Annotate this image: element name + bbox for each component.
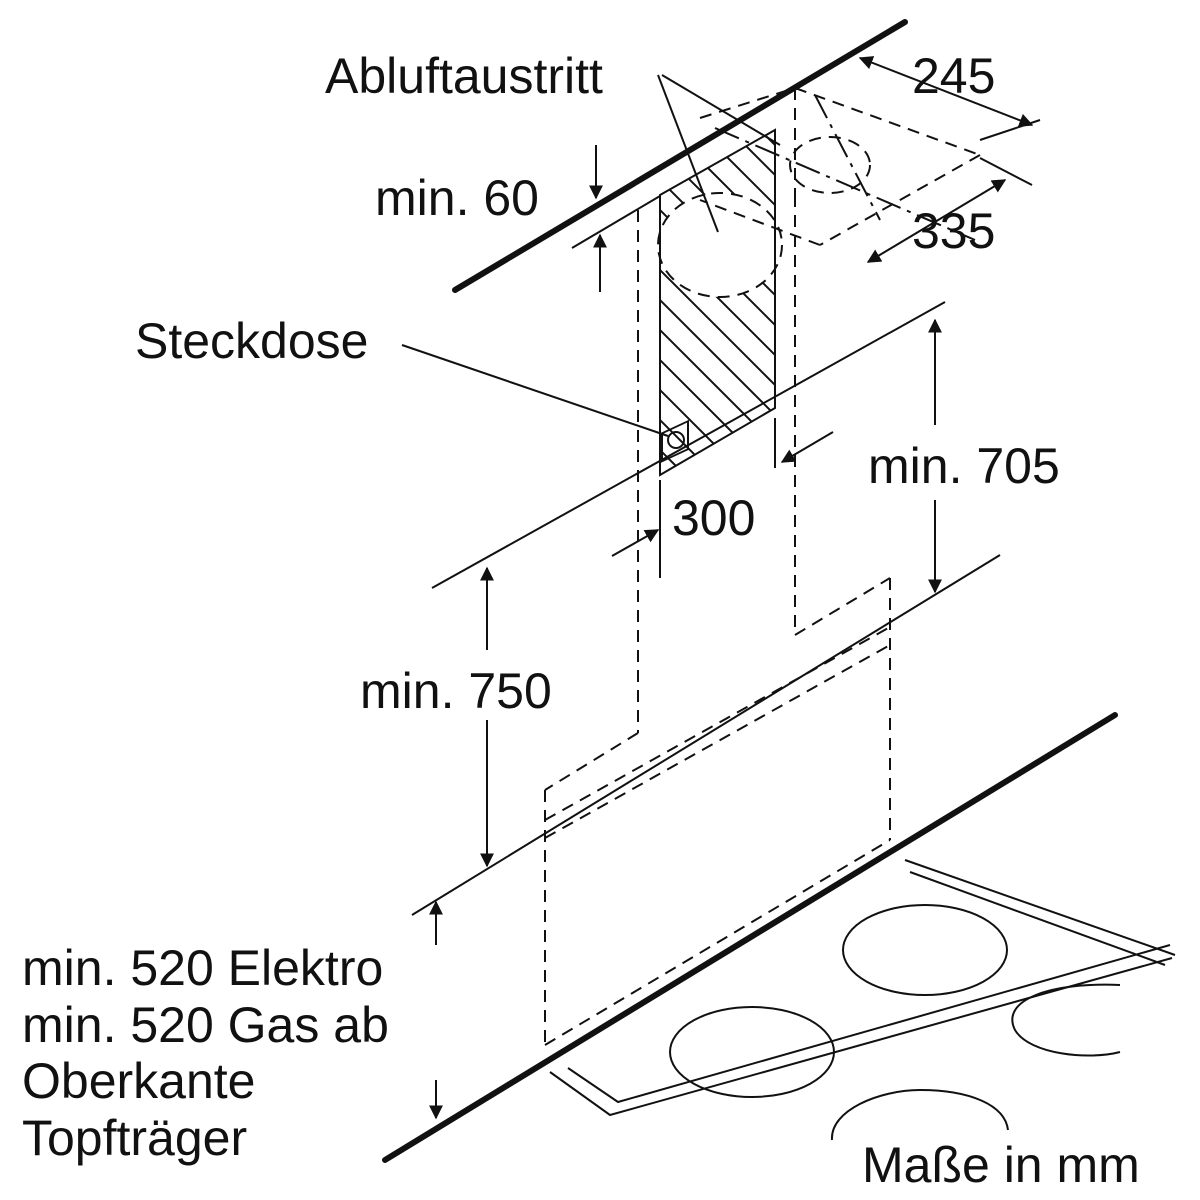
label-clearance-line3: Oberkante — [22, 1053, 255, 1109]
label-dim-min60: min. 60 — [375, 170, 539, 226]
dim-335 — [866, 157, 1033, 263]
leader-exhaust-outlet — [657, 74, 781, 233]
dim-min60 — [571, 145, 661, 292]
burner-4 — [830, 1088, 1009, 1141]
label-dim-245: 245 — [912, 48, 995, 104]
dim-245 — [858, 56, 1041, 141]
burner-3 — [1011, 983, 1121, 1057]
label-dim-min750: min. 750 — [360, 663, 552, 719]
exhaust-outlet-circle — [657, 192, 783, 298]
label-dim-335: 335 — [912, 203, 995, 259]
cooktop — [549, 859, 1176, 1141]
chimney-duct-outline — [544, 195, 891, 1046]
socket-icon — [661, 419, 689, 463]
worktop-line — [382, 712, 1118, 1163]
burner-1 — [842, 904, 1008, 996]
lower-reference-line — [411, 554, 1001, 916]
label-clearance-line4: Topfträger — [22, 1110, 247, 1166]
label-dim-min705: min. 705 — [868, 438, 1060, 494]
label-dim-300: 300 — [672, 490, 755, 546]
ceiling-line — [452, 19, 908, 293]
burner-2 — [669, 1006, 835, 1098]
label-clearance-line2: min. 520 Gas ab — [22, 997, 389, 1053]
dim-300 — [611, 418, 834, 578]
label-socket: Steckdose — [135, 313, 368, 369]
leader-socket — [401, 344, 669, 437]
label-units-note: Maße in mm — [862, 1137, 1140, 1193]
label-exhaust-outlet: Abluftaustritt — [325, 48, 603, 104]
label-clearance-line1: min. 520 Elektro — [22, 940, 383, 996]
